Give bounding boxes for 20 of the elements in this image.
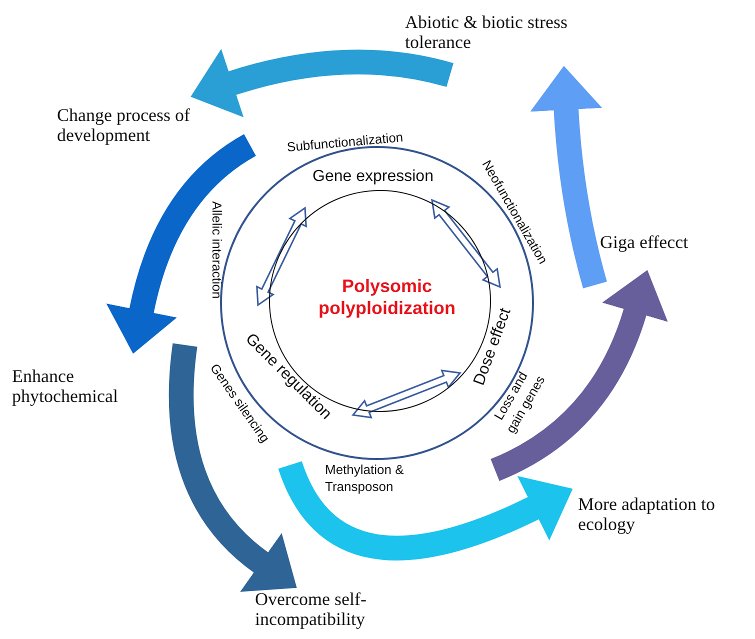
double-arrow <box>351 370 462 418</box>
mechanism-label: Subfunctionalization <box>286 128 404 156</box>
curved-arrow <box>190 48 454 118</box>
outcome-text: Giga effecct <box>600 232 740 268</box>
outcome-text: Enhance phytochemical <box>12 356 172 406</box>
outcome-text: More adaptation to ecology <box>578 486 755 534</box>
outcome-text: Overcome self-incompatibility <box>255 585 455 629</box>
curved-arrow <box>168 344 296 591</box>
outcome-text: Abiotic & biotic stress tolerance <box>405 12 635 64</box>
curved-arrow <box>106 134 256 354</box>
curved-arrow <box>530 66 607 288</box>
double-arrow <box>256 206 307 306</box>
process-label: Gene expression <box>312 168 434 186</box>
curved-arrow <box>490 270 668 481</box>
double-arrow <box>431 198 501 288</box>
outcome-text: Change process of development <box>57 99 257 145</box>
mechanism-label: Allelic interaction <box>208 201 226 299</box>
mechanism-label: Methylation & Transposon <box>325 461 405 495</box>
curved-arrow <box>278 460 574 560</box>
center-title: Polysomic polyploidization <box>318 275 456 319</box>
